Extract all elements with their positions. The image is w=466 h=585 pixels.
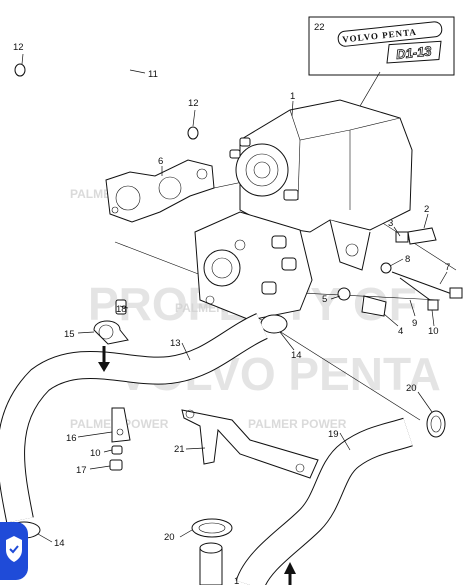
bracket-15 — [93, 299, 129, 372]
callout-2: 2 — [424, 204, 429, 215]
callout-14: 14 — [291, 350, 302, 361]
bolt-18 — [115, 299, 127, 315]
sensor-4 — [361, 295, 387, 317]
callout-12: 12 — [13, 42, 24, 53]
model-label: D1-13 — [395, 43, 433, 62]
callout-4: 4 — [398, 326, 403, 337]
callout-1: 1 — [290, 91, 295, 102]
clamp-20-upper — [426, 410, 446, 438]
washer-8 — [380, 262, 392, 274]
callout-21: 21 — [174, 444, 185, 455]
callout-19: 19 — [328, 429, 339, 440]
callout-6: 6 — [158, 156, 163, 167]
gasket-6 — [105, 159, 215, 223]
stud-7-nut — [449, 287, 463, 299]
bolt-9 — [399, 277, 431, 301]
clamp-12-upper — [14, 63, 26, 77]
bracket-16 — [109, 407, 131, 471]
brand-plate — [337, 21, 443, 47]
callout-5: 5 — [322, 294, 327, 305]
clamp-20-lower — [191, 518, 233, 585]
callouts: 12 11 12 1 6 2 3 7 8 9 10 5 4 14 18 15 1… — [13, 42, 450, 585]
bolt-17 — [109, 459, 123, 471]
nut-10-right — [427, 299, 439, 311]
clamp-14-upper — [260, 314, 288, 334]
arrow-up — [284, 562, 296, 585]
callout-8: 8 — [405, 254, 410, 265]
callout-10: 10 — [90, 448, 101, 459]
callout-14: 14 — [54, 538, 65, 549]
callout-16: 16 — [66, 433, 77, 444]
callout-17: 17 — [76, 465, 87, 476]
callout-11: 11 — [148, 69, 158, 80]
nut-10-left — [111, 445, 123, 455]
callout-13: 13 — [170, 338, 181, 349]
callout-20: 20 — [164, 532, 175, 543]
callout-18: 18 — [116, 304, 127, 315]
clamp-12-lower — [187, 126, 199, 140]
housing-lower — [194, 211, 313, 321]
callout-12: 12 — [188, 98, 199, 109]
callout-3: 3 — [388, 218, 393, 229]
shield-check-icon — [6, 536, 22, 562]
callout-20: 20 — [406, 383, 417, 394]
washer-5 — [337, 287, 351, 301]
bracket-21 — [181, 409, 319, 479]
stud-7 — [391, 271, 453, 295]
callout-10: 10 — [428, 326, 439, 337]
security-shield-badge[interactable] — [0, 522, 28, 580]
callout-15: 15 — [64, 329, 75, 340]
model-plate — [386, 40, 442, 64]
badge-panel: 22 VOLVO PENTA D1-13 — [308, 16, 455, 131]
watermark-small-5: PALMER POWER — [248, 417, 347, 431]
nut-3 — [395, 231, 409, 243]
fittings-right — [337, 227, 463, 317]
manifold-1 — [229, 99, 413, 271]
callout-22: 22 — [314, 22, 325, 33]
hose-11 — [14, 48, 199, 162]
sensor-2 — [407, 227, 437, 245]
callout-9: 9 — [412, 318, 417, 329]
callout-1: 1 — [234, 576, 239, 585]
callout-7: 7 — [445, 262, 450, 273]
leader-lines — [21, 53, 448, 543]
hose-19 — [235, 410, 446, 585]
